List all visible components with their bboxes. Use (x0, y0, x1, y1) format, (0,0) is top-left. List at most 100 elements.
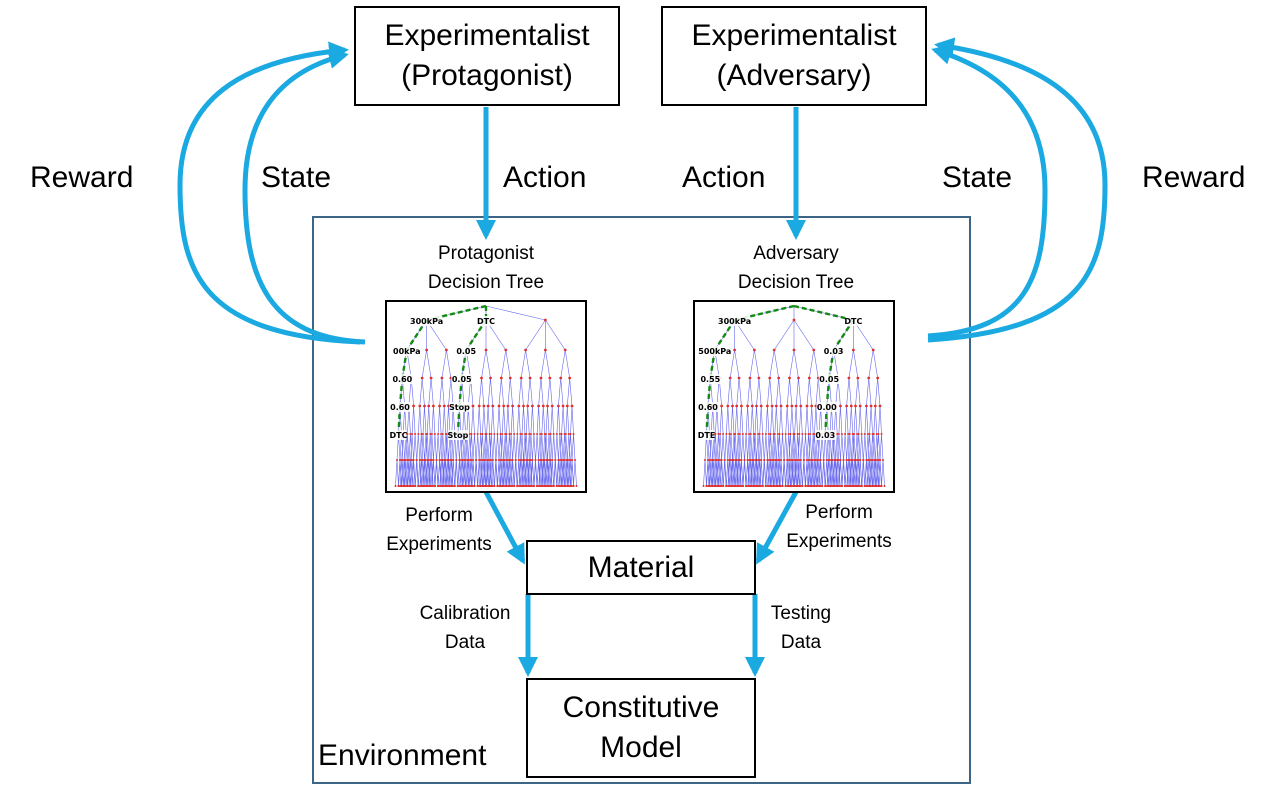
adversary-agent-line2: (Adversary) (716, 59, 872, 92)
tree-node (491, 404, 495, 408)
tree-edge (857, 377, 861, 407)
tree-node (570, 459, 573, 461)
tree-edge (825, 459, 828, 487)
tree-edge (727, 377, 731, 407)
tree-edge (442, 459, 445, 487)
tree-edge (770, 405, 773, 435)
tree-edge (747, 405, 750, 435)
tree-edge (539, 433, 543, 461)
tree-node (540, 433, 543, 435)
tree-edge (762, 459, 765, 487)
tree-edge (787, 459, 790, 487)
tree-node (479, 459, 482, 461)
tree-edge (492, 405, 495, 435)
tree-node (844, 433, 847, 435)
tree-edge (525, 319, 546, 351)
tree-edge (547, 377, 551, 407)
tree-node (825, 485, 828, 487)
tree-edge (523, 433, 526, 461)
tree-edge (490, 377, 494, 407)
tree-edge (426, 433, 430, 461)
tree-edge (469, 433, 472, 461)
tree-edge (776, 433, 779, 461)
tree-edge (532, 433, 535, 461)
tree-edge (562, 459, 565, 487)
tree-edge (571, 433, 574, 461)
tree-edge (853, 405, 856, 435)
tree-edge (545, 319, 566, 351)
tree-node (781, 485, 784, 487)
tree-node (857, 485, 860, 487)
tree-edge (802, 433, 805, 461)
tree-edge (703, 459, 706, 487)
tree-edge (484, 433, 487, 461)
tree-label-bg (699, 346, 731, 356)
tree-edge (419, 405, 422, 435)
tree-edge (510, 459, 513, 487)
tree-edge (843, 459, 846, 487)
tree-edge (550, 433, 553, 461)
tree-node (499, 433, 502, 435)
tree-node (558, 433, 561, 435)
tree-node (816, 459, 819, 461)
tree-label-bg (449, 402, 470, 412)
tree-edge (856, 433, 859, 461)
tree-edge (562, 433, 565, 461)
tree-node (804, 485, 807, 487)
tree-node (767, 433, 770, 435)
tree-edge (879, 405, 882, 435)
left-perform-label: Perform Experiments (372, 501, 506, 559)
tree-edge (501, 433, 504, 461)
tree-edge (474, 459, 477, 487)
tree-edge (536, 459, 539, 487)
tree-node (707, 459, 710, 461)
tree-edge (773, 433, 776, 461)
tree-edge (561, 433, 564, 461)
tree-edge (497, 459, 500, 487)
tree-edge (542, 459, 545, 487)
tree-edge (395, 459, 398, 487)
tree-edge (437, 405, 440, 435)
tree-node (557, 404, 560, 408)
tree-node (723, 459, 726, 461)
tree-edge (439, 405, 442, 435)
tree-edge (405, 433, 408, 461)
tree-node (548, 433, 551, 435)
tree-node (453, 485, 456, 487)
tree-edge (477, 433, 480, 461)
tree-edge (882, 459, 885, 487)
testing-label: Testing Data (756, 599, 846, 657)
tree-node (543, 459, 546, 461)
tree-edge (739, 405, 742, 435)
tree-node (702, 485, 705, 487)
tree-node (875, 433, 878, 435)
tree-node (499, 459, 502, 461)
tree-node (561, 485, 564, 487)
tree-node (754, 485, 757, 487)
tree-edge (558, 377, 562, 407)
protagonist-tree-title-line2: Decision Tree (427, 272, 545, 293)
tree-edge (478, 377, 482, 407)
tree-node (830, 485, 833, 487)
tree-node (557, 459, 560, 461)
tree-node (809, 433, 812, 435)
tree-node (854, 459, 857, 461)
tree-edge (872, 433, 875, 461)
tree-node (567, 459, 570, 461)
tree-edge (443, 459, 446, 487)
tree-edge (716, 459, 719, 487)
tree-label-bg (845, 316, 862, 326)
tree-node (567, 433, 570, 435)
tree-edge (733, 459, 736, 487)
tree-node (526, 459, 529, 461)
tree-node (757, 433, 760, 435)
tree-edge (448, 459, 451, 487)
tree-edge (491, 433, 494, 461)
tree-edge (881, 459, 884, 487)
tree-node (812, 348, 816, 352)
tree-edge (538, 433, 541, 461)
tree-edge (765, 459, 768, 487)
tree-edge (421, 459, 424, 487)
tree-edge (411, 459, 414, 487)
tree-edge (707, 459, 710, 487)
